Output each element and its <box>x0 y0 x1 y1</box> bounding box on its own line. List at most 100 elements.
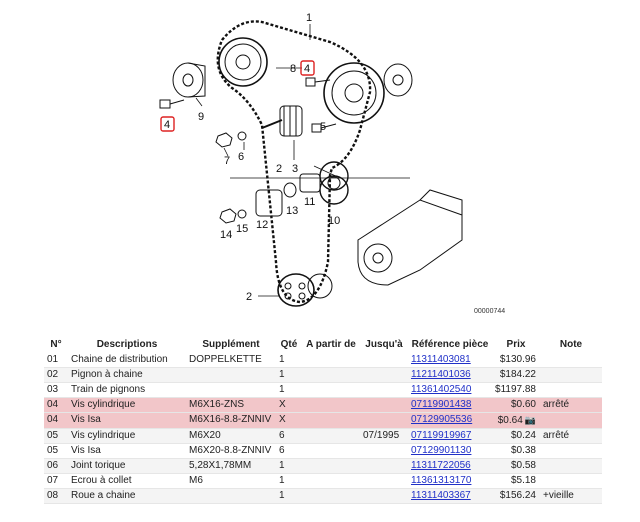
part-reference-link[interactable]: 07129901130 <box>411 445 472 456</box>
parts-table-body: 01 Chaine de distribution DOPPELKETTE 1 1131… <box>44 353 602 504</box>
cell-from <box>302 428 360 444</box>
cell-qty-text: 1 <box>279 460 285 471</box>
cell-qty: X <box>276 412 302 429</box>
cell-description: Train de pignons <box>68 382 186 398</box>
cell-number: 04 <box>44 412 68 429</box>
cell-reference: 07129905536 <box>408 412 492 429</box>
cell-note: arrêté <box>540 397 602 413</box>
bolt-upper <box>305 77 331 87</box>
cell-supplement-text: M6X20 <box>189 430 221 441</box>
cell-qty-text: X <box>279 414 286 425</box>
cell-price-text: $0.58 <box>510 460 536 471</box>
cell-qty: 1 <box>276 367 302 383</box>
cell-to <box>360 412 408 429</box>
cell-reference: 11311403367 <box>408 488 492 504</box>
cell-note <box>540 382 602 398</box>
cell-reference: 07129901130 <box>408 443 492 459</box>
shaft-12 <box>255 189 283 217</box>
callout-9: 9 <box>198 111 204 123</box>
cell-description: Vis Isa <box>68 443 186 459</box>
cell-price: $0.60 <box>492 397 540 413</box>
cell-qty: 1 <box>276 473 302 489</box>
cell-description: Pignon à chaine <box>68 367 186 383</box>
part-reference-link[interactable]: 11361313170 <box>411 475 472 486</box>
cell-qty-text: 6 <box>279 445 285 456</box>
cell-description-text: Train de pignons <box>71 384 146 395</box>
callout-4-upper-box <box>300 60 315 76</box>
callout-8: 8 <box>290 63 296 75</box>
cell-description-text: Ecrou à collet <box>71 475 132 486</box>
bolt-right <box>311 123 337 133</box>
washer-6 <box>237 131 247 141</box>
part-reference-link[interactable]: 11311403367 <box>411 490 471 501</box>
cell-price: $0.58 <box>492 458 540 474</box>
cell-to-text: 07/1995 <box>363 430 400 441</box>
parts-table-container: N° Descriptions Supplément Qté A partir … <box>44 336 602 504</box>
cell-number-text: 01 <box>47 354 59 365</box>
cell-price-text: $0.24 <box>510 430 536 441</box>
cell-number: 05 <box>44 443 68 459</box>
cell-description: Vis cylindrique <box>68 428 186 444</box>
cell-price-text: $0.60 <box>510 399 536 410</box>
cell-qty: 6 <box>276 428 302 444</box>
cell-qty: X <box>276 397 302 413</box>
part-reference-link[interactable]: 07119919967 <box>411 430 472 441</box>
cell-note <box>540 443 602 459</box>
callout-4-left-box <box>160 116 175 132</box>
camera-icon[interactable]: 📷 <box>524 415 536 425</box>
cell-price: $5.18 <box>492 473 540 489</box>
cell-supplement-text: 5,28X1,78MM <box>189 460 252 471</box>
cell-description-text: Joint torique <box>71 460 126 471</box>
cell-supplement-text: DOPPELKETTE <box>189 354 262 365</box>
cell-number-text: 03 <box>47 384 59 395</box>
callout-5: 5 <box>320 121 326 133</box>
part-reference-link[interactable]: 11361402540 <box>411 384 472 395</box>
part-reference-link[interactable]: 11311722056 <box>411 460 471 471</box>
cell-supplement: M6X16-8.8-ZNNIV <box>186 412 276 429</box>
cell-supplement <box>186 488 276 504</box>
sleeve-11 <box>299 173 321 193</box>
cell-reference: 11211401036 <box>408 367 492 383</box>
table-row: 05 Vis cylindrique M6X20 6 07/1995 0711991996… <box>44 428 602 444</box>
flange-hub-right <box>383 63 413 97</box>
cell-supplement-text: M6X16-ZNS <box>189 399 245 410</box>
cell-supplement <box>186 367 276 383</box>
header-price: Prix <box>506 339 526 350</box>
cell-price: $156.24 <box>492 488 540 504</box>
cell-reference: 11361402540 <box>408 382 492 398</box>
cell-price: $0.24 <box>492 428 540 444</box>
parts-table: N° Descriptions Supplément Qté A partir … <box>44 336 602 504</box>
cell-reference: 11311403081 <box>408 353 492 368</box>
cell-reference: 07119901438 <box>408 397 492 413</box>
crankshaft-drawing <box>357 189 463 286</box>
part-reference-link[interactable]: 07129905536 <box>411 414 473 425</box>
cell-description: Joint torique <box>68 458 186 474</box>
part-reference-link[interactable]: 07119901438 <box>411 399 472 410</box>
cell-to <box>360 367 408 383</box>
header-to: Jusqu'à <box>365 339 403 350</box>
flange-hub-left <box>172 62 206 98</box>
cell-number: 03 <box>44 382 68 398</box>
cell-number: 04 <box>44 397 68 413</box>
cell-qty-text: X <box>279 399 286 410</box>
cell-price-text: $130.96 <box>499 354 536 365</box>
callout-7: 7 <box>224 155 230 167</box>
cell-number-text: 05 <box>47 445 59 456</box>
cell-number-text: 05 <box>47 430 59 441</box>
part-reference-link[interactable]: 11311403081 <box>411 354 471 365</box>
cell-price: $130.96 <box>492 353 540 368</box>
table-header-row: N° Descriptions Supplément Qté A partir … <box>44 336 602 353</box>
header-note: Note <box>559 339 583 350</box>
cell-description: Vis Isa <box>68 412 186 429</box>
sprocket-bottom <box>277 273 333 307</box>
header-reference: Référence pièce <box>411 339 489 350</box>
cell-description: Vis cylindrique <box>68 397 186 413</box>
cell-description-text: Vis cylindrique <box>71 430 136 441</box>
cell-description-text: Chaine de distribution <box>71 354 168 365</box>
part-reference-link[interactable]: 11211401036 <box>411 369 471 380</box>
cell-note-text: arrêté <box>543 430 570 441</box>
cell-description-text: Roue a chaine <box>71 490 136 501</box>
